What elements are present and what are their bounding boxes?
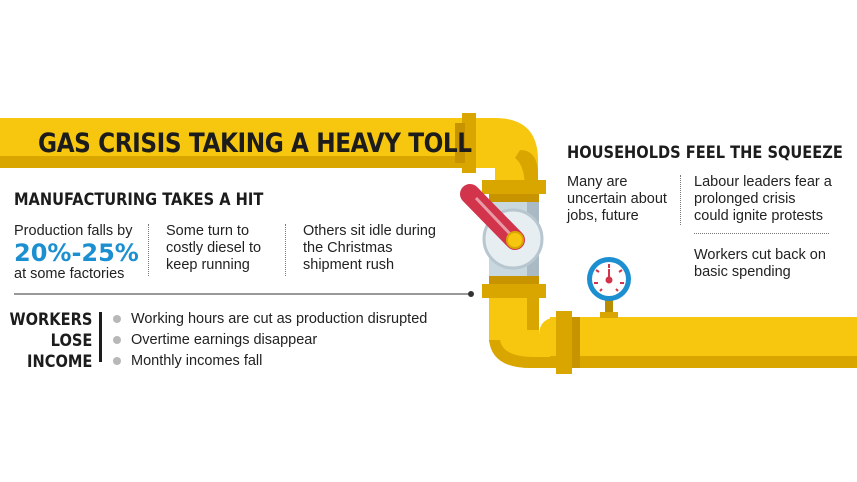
workers-label-line: LOSE (50, 331, 92, 351)
row-divider (694, 233, 829, 234)
households-heading: HOUSEHOLDS FEEL THE SQUEEZE (567, 143, 843, 163)
workers-bar (99, 312, 102, 362)
workers-list: Working hours are cut as production disr… (113, 309, 453, 372)
valve-icon (460, 184, 525, 250)
protest-note: Labour leaders fear a prolonged crisis c… (694, 174, 832, 224)
production-stat-value: 20%-25% (14, 239, 139, 267)
workers-label-line: INCOME (26, 352, 92, 372)
pressure-gauge-icon (587, 257, 631, 318)
production-stat: Production falls by 20%-25% at some fact… (14, 223, 142, 283)
idle-note: Others sit idle during the Christmas shi… (303, 223, 436, 273)
production-stat-label: Production falls by (14, 223, 133, 239)
column-divider (148, 224, 149, 276)
uncertain-note: Many are uncertain about jobs, future (567, 174, 667, 224)
diesel-note: Some turn to costly diesel to keep runni… (166, 223, 262, 273)
column-divider (285, 224, 286, 276)
list-item: Monthly incomes fall (113, 351, 453, 372)
list-item: Working hours are cut as production disr… (113, 309, 453, 330)
workers-label-line: WORKERS (9, 310, 92, 330)
production-stat-note: at some factories (14, 266, 125, 282)
list-item: Overtime earnings disappear (113, 330, 453, 351)
spending-note: Workers cut back on basic spending (694, 247, 826, 280)
page-title: GAS CRISIS TAKING A HEAVY TOLL (38, 128, 472, 159)
manufacturing-heading: MANUFACTURING TAKES A HIT (14, 190, 264, 210)
workers-label: WORKERS LOSE INCOME (9, 310, 92, 373)
column-divider (680, 175, 681, 225)
